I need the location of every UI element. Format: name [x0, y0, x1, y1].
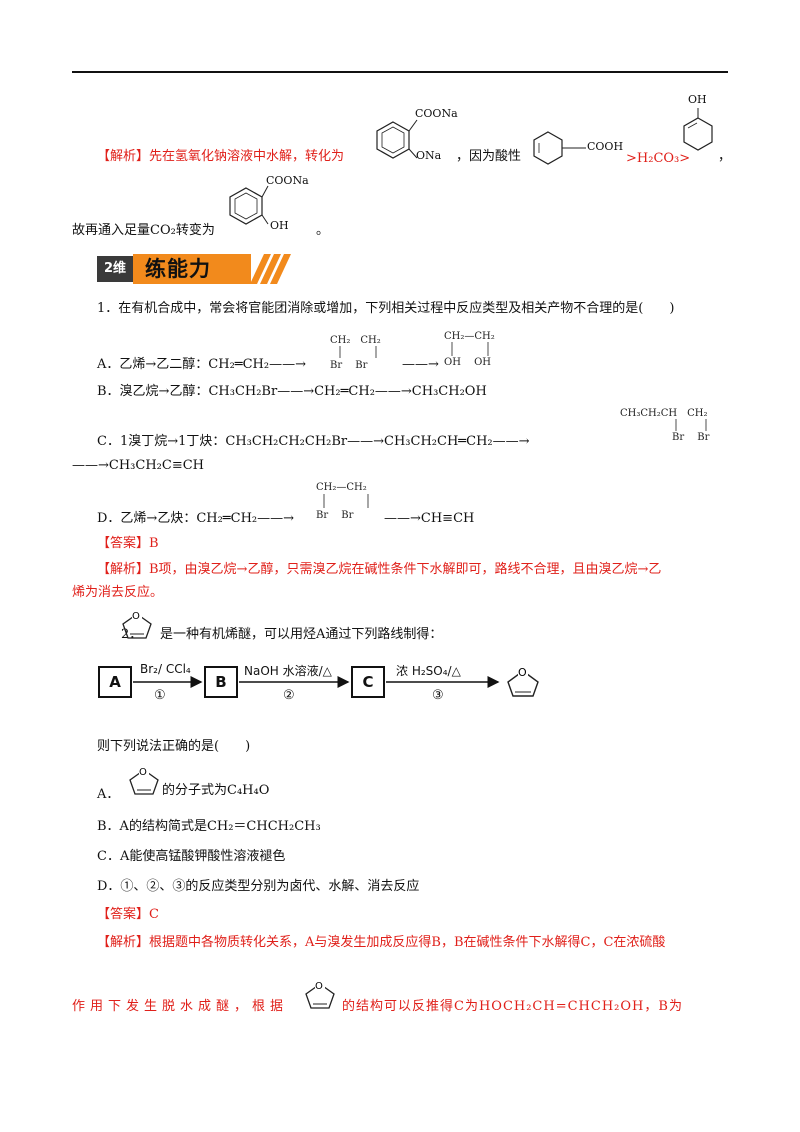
step-1: ① [154, 688, 166, 703]
analysis-text: 【解析】先在氢氧化钠溶液中水解，转化为 [97, 149, 345, 164]
dihydrofuran-structure: O [305, 980, 335, 1009]
step-2: ② [283, 688, 295, 703]
answer-label: 【答案】B [97, 536, 159, 551]
option-d-end: ——→CH≡CH [384, 511, 475, 526]
dihydrofuran-structure: O [129, 766, 159, 795]
option-d: D．乙烯→乙炔：CH₂═CH₂——→ [97, 511, 295, 526]
option-c-continued: ——→CH₃CH₂C≡CH [72, 458, 205, 473]
sodium-salicylate-structure [229, 185, 269, 225]
answer-label: 【答案】C [97, 907, 159, 922]
question-stem: 是一种有机烯醚，可以用烃A通过下列路线制得： [160, 627, 443, 642]
oh-label: OH [688, 93, 707, 106]
banner-tag: 2维 [97, 256, 133, 282]
analysis-text: ， [718, 149, 732, 164]
coona-label: COONa [266, 174, 309, 187]
benzoic-acid-structure [533, 131, 586, 165]
acid-order-text: >H₂CO₃> [626, 151, 691, 166]
compound-box-a: A [98, 666, 132, 698]
compound-box-b: B [204, 666, 238, 698]
option-a: A．乙烯→乙二醇：CH₂═CH₂——→ [97, 357, 306, 372]
option-a-label: A． [97, 787, 120, 802]
analysis-text: ，因为酸性 [456, 149, 522, 164]
bond-lines [339, 346, 377, 358]
option-b: B．A的结构简式是CH₂＝CHCH₂CH₃ [97, 819, 321, 834]
analysis-text: 的结构可以反推得C为HOCH₂CH=CHCH₂OH，B为 [342, 999, 683, 1014]
formula-top: CH₃CH₂CH CH₂ [620, 408, 708, 419]
option-b: B．溴乙烷→乙醇：CH₃CH₂Br——→CH₂═CH₂——→CH₃CH₂OH [97, 384, 487, 399]
formula-bottom: Br Br [672, 432, 710, 443]
bond-lines [675, 419, 707, 431]
analysis-text: 【解析】B项，由溴乙烷→乙醇，只需溴乙烷在碱性条件下水解即可，路线不合理，且由溴… [97, 562, 662, 577]
formula-top: CH₂ CH₂ [330, 335, 381, 346]
question-ask: 则下列说法正确的是( ) [97, 739, 251, 754]
option-d: D．①、②、③的反应类型分别为卤代、水解、消去反应 [97, 879, 420, 894]
condition-2: NaOH 水溶液/△ [244, 664, 332, 678]
svg-text:O: O [139, 767, 147, 778]
formula-top: CH₂—CH₂ [444, 331, 495, 342]
reaction-arrow: ——→ [402, 357, 439, 372]
svg-text:O: O [132, 611, 140, 622]
analysis-text: 故再通入足量CO₂转变为 [72, 223, 215, 238]
question-stem: 1．在有机合成中，常会将官能团消除或增加，下列相关过程中反应类型及相关产物不合理… [97, 301, 675, 316]
analysis-text: 。 [316, 223, 330, 238]
banner-title: 练能力 [145, 257, 211, 281]
condition-3: 浓 H₂SO₄/△ [396, 664, 461, 678]
svg-text:O: O [315, 981, 323, 992]
analysis-text: 作用下发生脱水成醚，根据 [72, 999, 289, 1014]
formula-bottom: Br Br [316, 510, 354, 521]
bond-lines [323, 494, 369, 508]
formula-top: CH₂—CH₂ [316, 482, 367, 493]
analysis-text: 烯为消去反应。 [72, 585, 164, 600]
compound-box-c: C [351, 666, 385, 698]
phenol-structure [683, 108, 713, 151]
formula-bottom: Br Br [330, 360, 368, 371]
coona-label: COONa [415, 107, 458, 120]
option-a: 的分子式为C₄H₄O [162, 783, 270, 798]
cooh-label: COOH [587, 140, 624, 153]
banner-body [133, 254, 251, 284]
ona-label: ONa [416, 149, 442, 162]
condition-1: Br₂/ CCl₄ [140, 662, 191, 676]
analysis-text: 【解析】根据题中各物质转化关系，A与溴发生加成反应得B，B在碱性条件下水解得C，… [97, 935, 666, 950]
step-3: ③ [432, 688, 444, 703]
oh-label: OH [270, 219, 289, 232]
formula-bottom: OH OH [444, 357, 492, 368]
option-c: C．1溴丁烷→1丁炔：CH₃CH₂CH₂CH₂Br——→CH₃CH₂CH═CH₂… [97, 434, 530, 449]
section-banner: 2维 练能力 [97, 254, 291, 284]
option-c: C．A能使高锰酸钾酸性溶液褪色 [97, 849, 286, 864]
svg-text:O: O [518, 666, 527, 679]
bond-lines [451, 342, 489, 356]
header-rule [72, 71, 728, 73]
dihydrofuran-structure: O [122, 610, 152, 639]
dihydrofuran-product-structure: O [507, 666, 539, 697]
sodium-phenoxide-benzoate-structure [376, 119, 418, 159]
